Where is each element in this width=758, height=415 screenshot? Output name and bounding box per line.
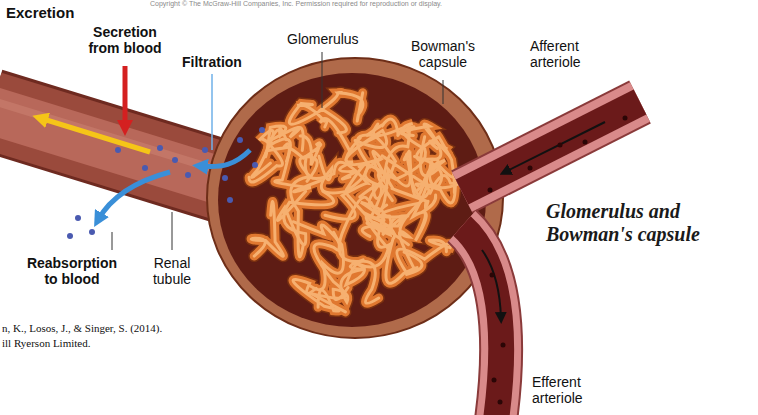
filtration-arrow	[200, 150, 250, 167]
capillary-loop	[277, 191, 333, 244]
afferent-arteriole	[462, 102, 640, 192]
blood-flow-arrow	[505, 122, 605, 172]
capillary-loop	[251, 201, 283, 256]
arteriole-wall	[462, 102, 640, 192]
arteriole-outline	[462, 226, 501, 415]
capillary-loop	[319, 92, 362, 121]
process-label: Secretion from blood	[80, 24, 170, 56]
capillary-loop	[360, 186, 390, 250]
blood-cells	[488, 116, 628, 405]
capillary-layer	[249, 92, 458, 312]
part-label: Afferent arteriole	[530, 38, 610, 70]
arteriole-outline	[462, 102, 640, 192]
capillary-layer	[249, 92, 458, 312]
part-label: Bowman's capsule	[398, 38, 488, 70]
secretion-arrow	[123, 66, 128, 128]
capillary-loop	[417, 137, 455, 193]
arteriole-lumen	[462, 226, 501, 415]
capillary-loop	[251, 201, 283, 256]
capillary-loop	[366, 119, 414, 161]
capillary-loop	[293, 222, 343, 290]
figure-title: Glomerulus and Bowman's capsule	[546, 200, 751, 246]
arteriole-lumen	[462, 102, 640, 192]
arteriole-wall	[462, 226, 501, 415]
capillary-loop	[310, 232, 345, 312]
leader-line	[112, 232, 113, 250]
capillary-layer	[249, 92, 458, 312]
citation-text: n, K., Losos, J., & Singer, S. (2014).	[2, 322, 162, 335]
leader-lines	[112, 52, 443, 250]
capillary-loop	[291, 157, 317, 257]
excretion-arrow	[40, 118, 150, 152]
capsule-space	[218, 73, 486, 327]
capillary-loop	[320, 119, 377, 167]
process-label: Filtration	[182, 54, 242, 70]
reabsorption-arrow	[98, 172, 170, 220]
process-label: Reabsorption to blood	[22, 255, 122, 287]
capillary-loop	[340, 131, 387, 179]
capillary-loop	[319, 92, 362, 121]
leader-line	[172, 212, 173, 250]
capillary-loop	[249, 127, 303, 182]
part-label: Glomerulus	[287, 31, 359, 47]
capillary-loop	[249, 127, 303, 182]
blood-flow-arrow	[482, 250, 501, 318]
process-label: Excretion	[6, 4, 74, 21]
filtration-leader	[211, 74, 213, 150]
capillary-loop	[416, 137, 456, 203]
part-label: Renal tubule	[142, 255, 202, 287]
leader-line	[443, 80, 444, 104]
capillary-loop	[305, 157, 367, 219]
bowmans-capsule	[207, 58, 503, 338]
citation-text: ill Ryerson Limited.	[2, 337, 90, 350]
capillary-loop	[397, 240, 451, 273]
capsule-outer-wall	[207, 58, 503, 338]
filtered-molecules	[67, 127, 265, 239]
part-label: Efferent arteriole	[532, 374, 612, 406]
copyright-note: Copyright © The McGraw-Hill Companies, I…	[150, 0, 442, 8]
leader-line	[322, 52, 323, 108]
glomerulus-capillaries	[249, 92, 458, 312]
efferent-arteriole	[462, 226, 501, 415]
